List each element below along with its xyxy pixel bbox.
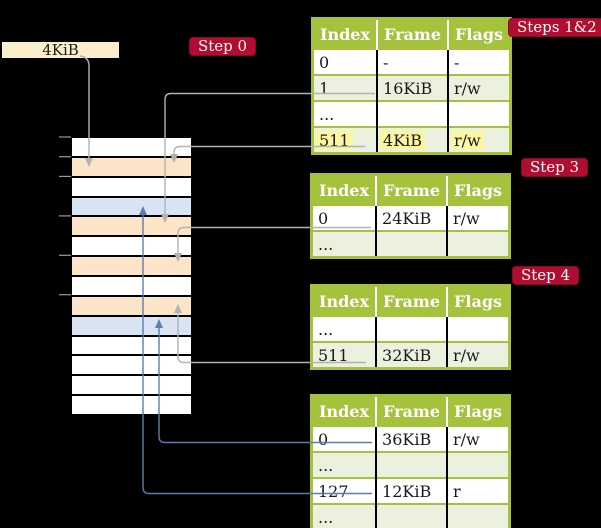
cell-index: ... (311, 230, 377, 258)
cell-flags (446, 503, 510, 528)
memory-frame-row (72, 356, 191, 377)
cell-index: 127 (311, 477, 377, 504)
memory-frame-row (72, 257, 191, 278)
step3-badge: Step 3 (521, 158, 589, 177)
col-header-flags: Flags (446, 395, 510, 426)
memory-frame-row (72, 296, 191, 317)
cell-flags: r/w (446, 341, 510, 369)
cell-flags: r/w (447, 126, 511, 154)
memory-frame-row (72, 217, 191, 238)
memory-frame-row (72, 316, 191, 337)
highlighted-value: 4KiB (380, 130, 426, 150)
col-header-index: Index (311, 285, 377, 316)
table-row: ... (311, 503, 510, 528)
col-header-frame: Frame (375, 174, 448, 205)
col-header-index: Index (311, 174, 377, 205)
table-row: 0 - - (312, 48, 511, 75)
table-row: 1 16KiB r/w (312, 74, 511, 101)
cell-flags: r/w (446, 425, 510, 452)
cell-index: 1 (312, 74, 378, 101)
memory-frame-row (72, 157, 191, 178)
highlighted-value: 511 (316, 130, 353, 150)
step4-badge: Step 4 (512, 266, 580, 285)
cell-index: 0 (312, 48, 378, 75)
col-header-frame: Frame (375, 285, 448, 316)
page-table-final: Index Frame Flags 0 36KiB r/w ... 127 12… (310, 394, 512, 528)
col-header-frame: Frame (376, 18, 449, 49)
memory-frame-row (72, 396, 191, 415)
table-header-row: Index Frame Flags (311, 395, 510, 426)
page-table-steps12: Index Frame Flags 0 - - 1 16KiB r/w ... … (311, 17, 513, 155)
memory-frame-row (72, 237, 191, 258)
cell-frame (375, 451, 448, 478)
cell-index: ... (312, 100, 378, 127)
page-table-step4: Index Frame Flags ... 511 32KiB r/w (310, 284, 512, 370)
col-header-frame: Frame (375, 395, 448, 426)
table-row: ... (311, 315, 510, 342)
memory-boundary-ticks (59, 136, 71, 296)
cell-frame: 24KiB (375, 204, 448, 231)
step0-badge: Step 0 (189, 37, 257, 56)
physical-memory-column (71, 137, 192, 415)
cell-frame: - (376, 48, 449, 75)
cell-index: ... (311, 503, 377, 528)
cell-frame (375, 503, 448, 528)
table-row: 0 36KiB r/w (311, 425, 510, 452)
memory-frame-row (72, 277, 191, 297)
table-row-highlighted: 511 4KiB r/w (312, 126, 511, 154)
cell-index: 0 (311, 204, 377, 231)
cell-frame: 12KiB (375, 477, 448, 504)
cell-index: 511 (312, 126, 378, 154)
memory-frame-row (72, 336, 191, 357)
cell-index: ... (311, 315, 377, 342)
col-header-index: Index (312, 18, 378, 49)
cell-index: 0 (311, 425, 377, 452)
page-table-step3: Index Frame Flags 0 24KiB r/w ... (310, 173, 512, 259)
table-row: 127 12KiB r (311, 477, 510, 504)
cell-frame (376, 100, 449, 127)
cell-frame: 32KiB (375, 341, 448, 369)
cell-flags: r (446, 477, 510, 504)
cell-flags (446, 315, 510, 342)
memory-frame-row (72, 376, 191, 397)
memory-frame-row (72, 197, 191, 218)
cell-frame (375, 230, 448, 258)
table-header-row: Index Frame Flags (312, 18, 511, 49)
table-row: 0 24KiB r/w (311, 204, 510, 231)
table-row: ... (311, 230, 510, 258)
cell-flags (446, 451, 510, 478)
highlighted-value: r/w (451, 130, 484, 150)
cell-flags (447, 100, 511, 127)
cell-index: 511 (311, 341, 377, 369)
col-header-flags: Flags (447, 18, 511, 49)
table-row: ... (311, 451, 510, 478)
table-row: 511 32KiB r/w (311, 341, 510, 369)
cell-flags: r/w (446, 204, 510, 231)
cell-flags: r/w (447, 74, 511, 101)
cell-frame: 36KiB (375, 425, 448, 452)
table-header-row: Index Frame Flags (311, 174, 510, 205)
col-header-flags: Flags (446, 174, 510, 205)
cell-flags (446, 230, 510, 258)
cell-frame: 4KiB (376, 126, 449, 154)
cell-flags: - (447, 48, 511, 75)
frame-size-label: 4KiB (1, 41, 120, 59)
steps-1-2-badge: Steps 1&2 (508, 18, 601, 37)
col-header-index: Index (311, 395, 377, 426)
col-header-flags: Flags (446, 285, 510, 316)
cell-frame: 16KiB (376, 74, 449, 101)
cell-frame (375, 315, 448, 342)
memory-frame-row (72, 138, 191, 158)
table-row: ... (312, 100, 511, 127)
table-header-row: Index Frame Flags (311, 285, 510, 316)
cell-index: ... (311, 451, 377, 478)
memory-frame-row (72, 177, 191, 198)
